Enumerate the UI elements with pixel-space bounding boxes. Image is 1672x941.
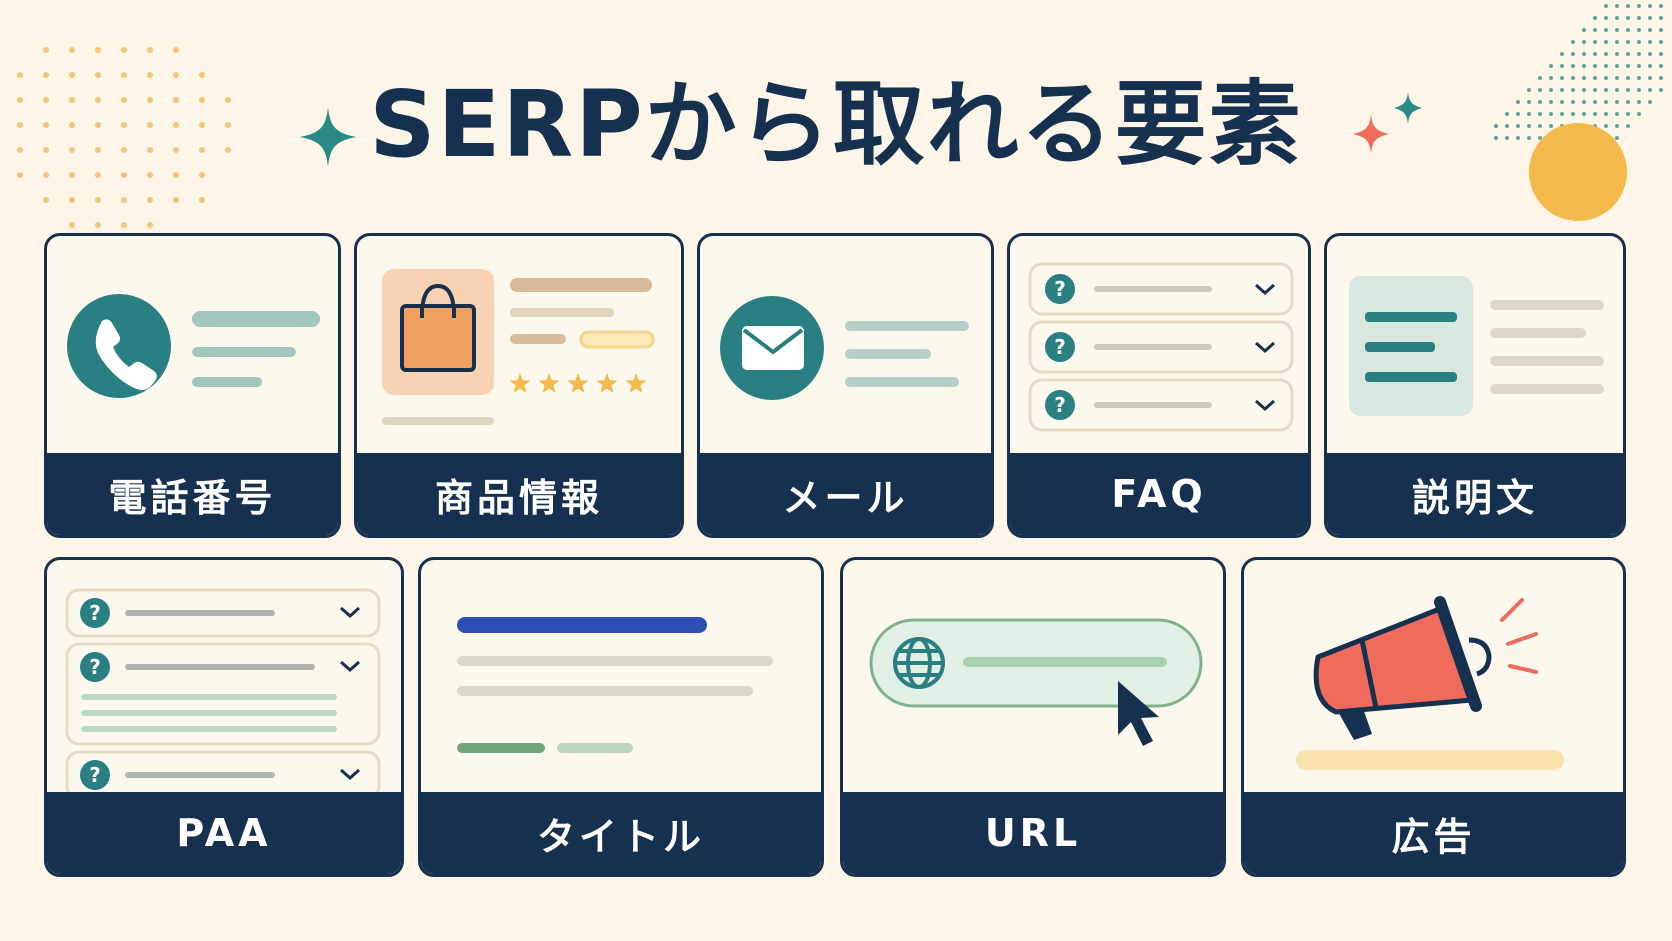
- product-illustration: [382, 269, 655, 425]
- chevron-down-icon: [1255, 283, 1275, 296]
- paa-illustration: ? ? ?: [65, 588, 381, 796]
- card-description: 説明文: [1324, 233, 1626, 538]
- envelope-icon: [742, 326, 804, 370]
- star-icon: [596, 373, 618, 393]
- card-label: 電話番号: [47, 453, 338, 535]
- globe-icon: [893, 637, 945, 689]
- chevron-down-icon: [1255, 341, 1275, 354]
- description-illustration: [1349, 276, 1604, 416]
- phone-icon: [67, 294, 171, 398]
- megaphone-icon: [1313, 596, 1492, 740]
- dot-pattern-right: [1494, 4, 1663, 140]
- ad-illustration: [1296, 596, 1564, 770]
- star-icon: [625, 373, 647, 393]
- svg-text:?: ?: [89, 763, 101, 787]
- sparkle-icon: [1353, 114, 1389, 154]
- star-icon: [567, 373, 589, 393]
- card-ad: 広告: [1241, 557, 1626, 877]
- card-label: 広告: [1244, 792, 1623, 874]
- dot-pattern-left: [17, 47, 231, 228]
- card-email: メール: [697, 233, 994, 538]
- svg-text:?: ?: [89, 655, 101, 679]
- card-paa: ? ? ? PAA: [44, 557, 404, 877]
- card-label: メール: [700, 453, 991, 535]
- faq-row: ?: [1028, 320, 1294, 374]
- sparkle-icon: [300, 107, 356, 167]
- page-title: SERPから取れる要素: [369, 71, 1303, 178]
- svg-text:?: ?: [1054, 277, 1066, 301]
- question-icon: [1045, 332, 1075, 362]
- chevron-down-icon: [1255, 399, 1275, 412]
- cursor-icon: [1118, 681, 1159, 746]
- card-label: PAA: [47, 792, 401, 874]
- card-title: タイトル: [418, 557, 824, 877]
- svg-text:?: ?: [1054, 335, 1066, 359]
- question-icon: ? ? ?: [80, 598, 110, 790]
- shopping-bag-icon: [400, 283, 476, 372]
- card-label: FAQ: [1010, 453, 1308, 535]
- faq-illustration: ???: [1028, 262, 1294, 432]
- card-label: 説明文: [1327, 453, 1623, 535]
- chevron-down-icon: [340, 606, 360, 781]
- card-url: URL: [840, 557, 1226, 877]
- question-icon: [1045, 274, 1075, 304]
- question-icon: [1045, 390, 1075, 420]
- sun-circle-decoration: [1529, 123, 1627, 221]
- search-result-icon: [457, 617, 707, 633]
- faq-row: ?: [1028, 378, 1294, 432]
- sound-lines: [1500, 598, 1538, 674]
- email-illustration: [720, 296, 969, 400]
- card-label: URL: [843, 792, 1223, 874]
- svg-text:?: ?: [89, 601, 101, 625]
- svg-text:?: ?: [1054, 393, 1066, 417]
- star-icon: [538, 373, 560, 393]
- card-phone: 電話番号: [44, 233, 341, 538]
- url-illustration: [869, 618, 1203, 746]
- star-icon: [509, 373, 531, 393]
- title-illustration: [457, 617, 773, 753]
- card-label: タイトル: [421, 792, 821, 874]
- faq-row: ?: [1028, 262, 1294, 316]
- card-product: 商品情報: [354, 233, 684, 538]
- star-rating: [509, 373, 647, 393]
- card-label: 商品情報: [357, 453, 681, 535]
- phone-illustration: [67, 294, 320, 398]
- card-faq: ??? FAQ: [1007, 233, 1311, 538]
- sparkle-icon: [1394, 92, 1422, 124]
